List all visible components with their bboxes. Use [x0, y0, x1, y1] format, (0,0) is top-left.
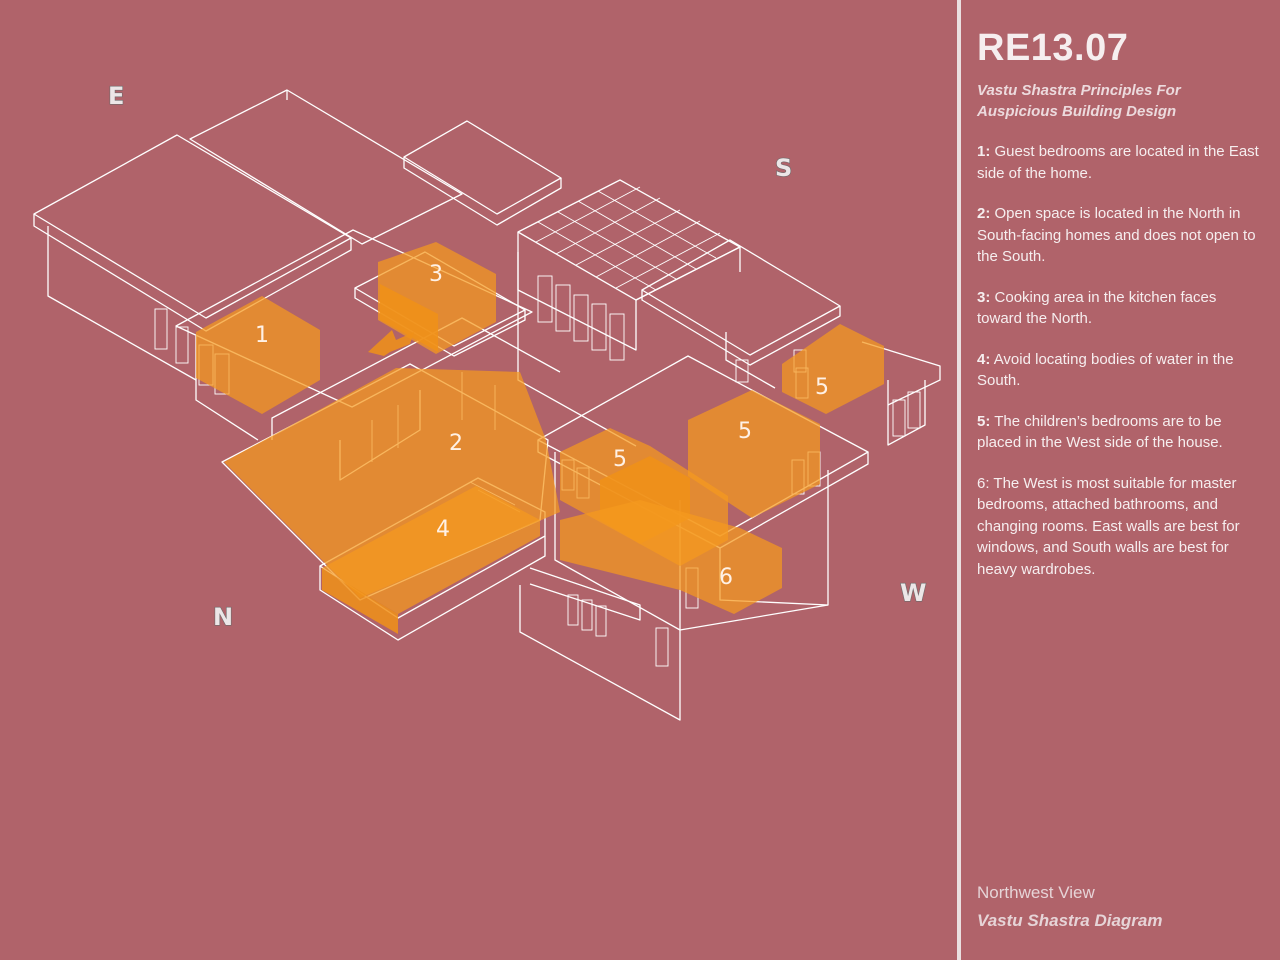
zone-5-childrens-bedroom-upper: 5 [782, 324, 884, 414]
panel-footer: Northwest View Vastu Shastra Diagram [977, 881, 1262, 933]
note-6: 6: The West is most suitable for master … [977, 473, 1262, 581]
note-number: 5: [977, 412, 991, 430]
zone-1-label: 1 [255, 323, 269, 348]
panel-divider [957, 0, 961, 960]
compass-west-label: W [900, 579, 926, 607]
isometric-house-diagram: E S N W [33, 81, 941, 721]
note-text: Cooking area in the kitchen faces toward… [977, 288, 1217, 328]
note-4: 4: Avoid locating bodies of water in the… [977, 349, 1262, 392]
zone-5b-label: 5 [738, 419, 752, 444]
zone-5-childrens-bedroom-right: 5 [688, 390, 820, 518]
kitchen-facing-arrow-icon [368, 330, 414, 356]
note-text: Guest bedrooms are located in the East s… [977, 143, 1259, 182]
compass-north-label: N [213, 603, 233, 631]
note-3: 3: Cooking area in the kitchen faces tow… [977, 287, 1262, 330]
diagram-title: Vastu Shastra Diagram [977, 911, 1163, 930]
info-panel: RE13.07 Vastu Shastra Principles For Aus… [977, 26, 1262, 580]
zone-1-guest-bedroom: 1 [196, 296, 320, 414]
zone-5c-label: 5 [815, 375, 829, 400]
note-text: The children’s bedrooms are to be placed… [977, 412, 1223, 452]
project-code: RE13.07 [977, 27, 1129, 69]
zone-4-label: 4 [436, 517, 450, 542]
view-caption: Northwest View [977, 883, 1095, 902]
note-number: 2: [977, 205, 991, 222]
note-2: 2: Open space is located in the North in… [977, 203, 1262, 268]
note-number: 1: [977, 143, 991, 160]
zone-3-kitchen: 3 [368, 242, 496, 356]
note-5: 5: The children’s bedrooms are to be pla… [977, 411, 1262, 454]
zone-4-water-body: 4 [322, 486, 540, 634]
note-text: 6: The West is most suitable for master … [977, 474, 1240, 578]
note-number: 4: [977, 350, 991, 368]
compass-east-label: E [108, 82, 124, 110]
note-text: Open space is located in the North in So… [977, 205, 1256, 265]
zone-3-label: 3 [429, 262, 443, 287]
zone-6-master-bedroom: 6 [560, 500, 782, 614]
compass-south-label: S [775, 154, 792, 182]
zone-5a-label: 5 [613, 447, 627, 472]
note-text: Avoid locating bodies of water in the So… [977, 350, 1234, 390]
panel-subtitle: Vastu Shastra Principles For Auspicious … [977, 82, 1181, 120]
note-1: 1: Guest bedrooms are located in the Eas… [977, 141, 1262, 184]
note-number: 3: [977, 288, 991, 306]
zone-2-label: 2 [449, 431, 463, 456]
zone-6-label: 6 [719, 565, 733, 590]
